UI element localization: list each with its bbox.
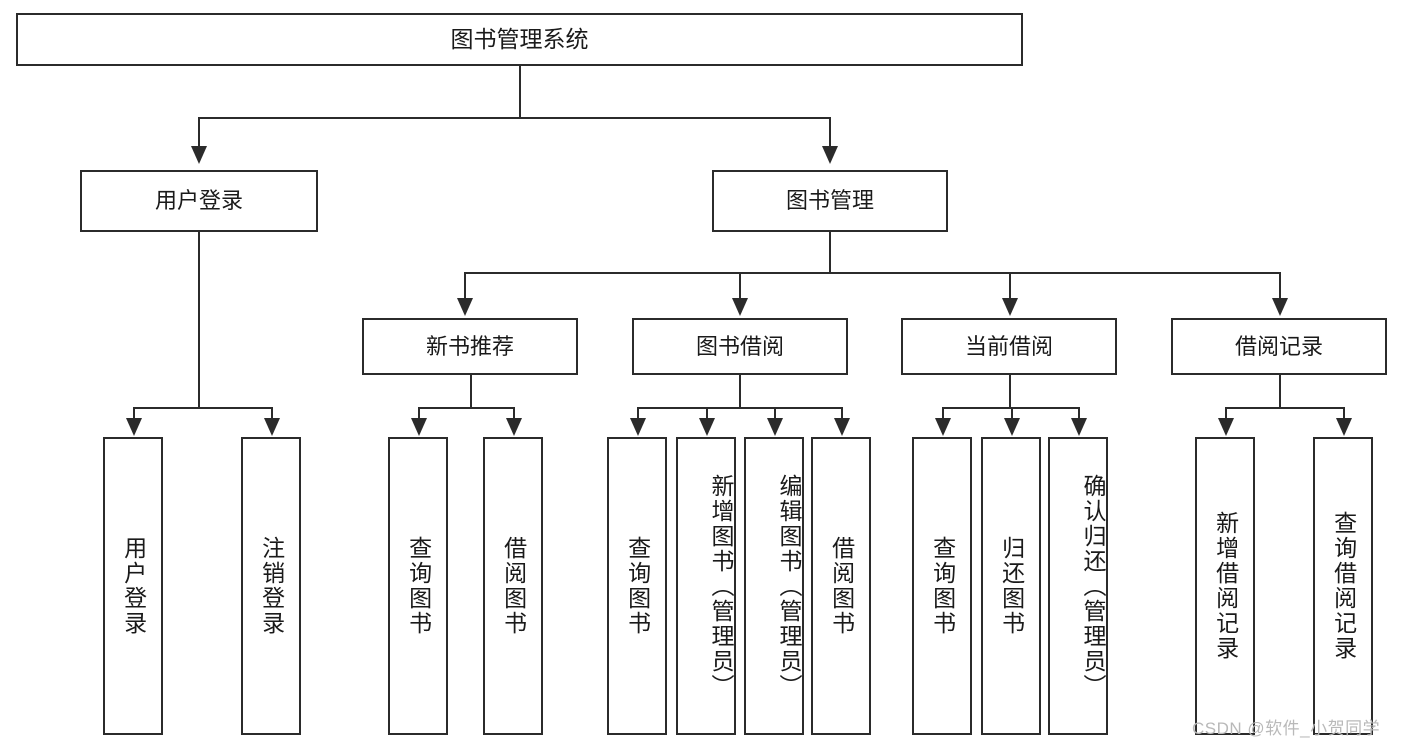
arrow-cb-query-book	[935, 418, 951, 436]
leaf-user-login[interactable]: 用户登录	[103, 437, 163, 735]
edge-borrow-records-stem	[1279, 375, 1281, 408]
leaf-nb-borrow-book[interactable]: 借阅图书	[483, 437, 543, 735]
arrow-to-book-borrow	[732, 298, 748, 316]
edge-nb-drop-1	[418, 407, 420, 419]
arrow-leaf-logout	[264, 418, 280, 436]
edge-bb-drop-2	[706, 407, 708, 419]
arrow-to-book-management	[822, 146, 838, 164]
arrow-bb-edit-book	[767, 418, 783, 436]
edge-root-to-book-management	[829, 117, 831, 147]
node-root-book-management-system[interactable]: 图书管理系统	[16, 13, 1023, 66]
edge-root-to-user-login	[198, 117, 200, 147]
arrow-cb-return-book	[1004, 418, 1020, 436]
leaf-br-add-record[interactable]: 新增借阅记录	[1195, 437, 1255, 735]
leaf-bb-borrow-book[interactable]: 借阅图书	[811, 437, 871, 735]
node-label: 确认归还（管理员）	[1080, 473, 1106, 699]
arrow-to-user-login	[191, 146, 207, 164]
node-user-login[interactable]: 用户登录	[80, 170, 318, 232]
edge-bb-drop-4	[841, 407, 843, 419]
edge-new-book-stem	[470, 375, 472, 408]
edge-br-drop-1	[1225, 407, 1227, 419]
node-book-borrow[interactable]: 图书借阅	[632, 318, 848, 375]
edge-bb-drop-3	[774, 407, 776, 419]
edge-book-management-stem	[829, 232, 831, 273]
node-label: 编辑图书（管理员）	[776, 473, 802, 699]
node-label: 新增借阅记录	[1212, 511, 1239, 661]
edge-cb-drop-2	[1011, 407, 1013, 419]
node-label: 当前借阅	[964, 333, 1053, 359]
leaf-nb-query-book[interactable]: 查询图书	[388, 437, 448, 735]
node-borrow-records[interactable]: 借阅记录	[1171, 318, 1387, 375]
leaf-bb-query-book[interactable]: 查询图书	[607, 437, 667, 735]
node-new-book-recommend[interactable]: 新书推荐	[362, 318, 578, 375]
leaf-cb-return-book[interactable]: 归还图书	[981, 437, 1041, 735]
node-label: 归还图书	[998, 536, 1025, 636]
edge-book-borrow-bus	[637, 407, 842, 409]
edge-bm-drop-current	[1009, 272, 1011, 299]
node-current-borrow[interactable]: 当前借阅	[901, 318, 1117, 375]
edge-borrow-records-bus	[1225, 407, 1344, 409]
node-label: 图书管理	[785, 188, 874, 214]
arrow-bb-borrow-book	[834, 418, 850, 436]
edge-root-bus	[198, 117, 831, 119]
node-book-management[interactable]: 图书管理	[712, 170, 948, 232]
leaf-bb-edit-book[interactable]: 编辑图书（管理员）	[744, 437, 804, 735]
leaf-cb-confirm-return[interactable]: 确认归还（管理员）	[1048, 437, 1108, 735]
edge-root-stem	[519, 66, 521, 118]
arrow-leaf-user-login	[126, 418, 142, 436]
node-label: 用户登录	[120, 536, 147, 636]
node-label: 借阅图书	[828, 536, 855, 636]
arrow-br-query-record	[1336, 418, 1352, 436]
edge-book-borrow-stem	[739, 375, 741, 408]
arrow-nb-borrow-book	[506, 418, 522, 436]
edge-cb-drop-3	[1078, 407, 1080, 419]
leaf-br-query-record[interactable]: 查询借阅记录	[1313, 437, 1373, 735]
node-label: 用户登录	[154, 188, 243, 214]
node-label: 图书借阅	[695, 333, 784, 359]
node-label: 查询图书	[405, 536, 432, 636]
leaf-cb-query-book[interactable]: 查询图书	[912, 437, 972, 735]
node-label: 新增图书（管理员）	[708, 473, 734, 699]
edge-bm-drop-borrow	[739, 272, 741, 299]
arrow-bb-add-book	[699, 418, 715, 436]
arrow-to-current-borrow	[1002, 298, 1018, 316]
edge-user-login-stem	[198, 232, 200, 408]
arrow-to-new-book-recommend	[457, 298, 473, 316]
edge-new-book-bus	[418, 407, 514, 409]
node-label: 查询借阅记录	[1330, 511, 1357, 661]
arrow-br-add-record	[1218, 418, 1234, 436]
node-label: 图书管理系统	[450, 25, 589, 52]
edge-bm-drop-records	[1279, 272, 1281, 299]
node-label: 新书推荐	[425, 333, 514, 359]
node-label: 查询图书	[929, 536, 956, 636]
edge-br-drop-2	[1343, 407, 1345, 419]
edge-cb-drop-1	[942, 407, 944, 419]
arrow-nb-query-book	[411, 418, 427, 436]
edge-current-borrow-bus	[942, 407, 1079, 409]
edge-user-login-drop-2	[271, 407, 273, 419]
edge-bm-drop-new-book	[464, 272, 466, 299]
node-label: 借阅记录	[1234, 333, 1323, 359]
edge-book-management-bus	[464, 272, 1280, 274]
watermark: CSDN @软件_小贺同学	[1192, 719, 1381, 738]
edge-user-login-bus	[133, 407, 272, 409]
arrow-to-borrow-records	[1272, 298, 1288, 316]
node-label: 注销登录	[258, 536, 285, 636]
node-label: 查询图书	[624, 536, 651, 636]
edge-user-login-drop-1	[133, 407, 135, 419]
edge-nb-drop-2	[513, 407, 515, 419]
edge-bb-drop-1	[637, 407, 639, 419]
edge-current-borrow-stem	[1009, 375, 1011, 408]
node-label: 借阅图书	[500, 536, 527, 636]
arrow-cb-confirm-return	[1071, 418, 1087, 436]
leaf-bb-add-book[interactable]: 新增图书（管理员）	[676, 437, 736, 735]
arrow-bb-query-book	[630, 418, 646, 436]
leaf-logout[interactable]: 注销登录	[241, 437, 301, 735]
